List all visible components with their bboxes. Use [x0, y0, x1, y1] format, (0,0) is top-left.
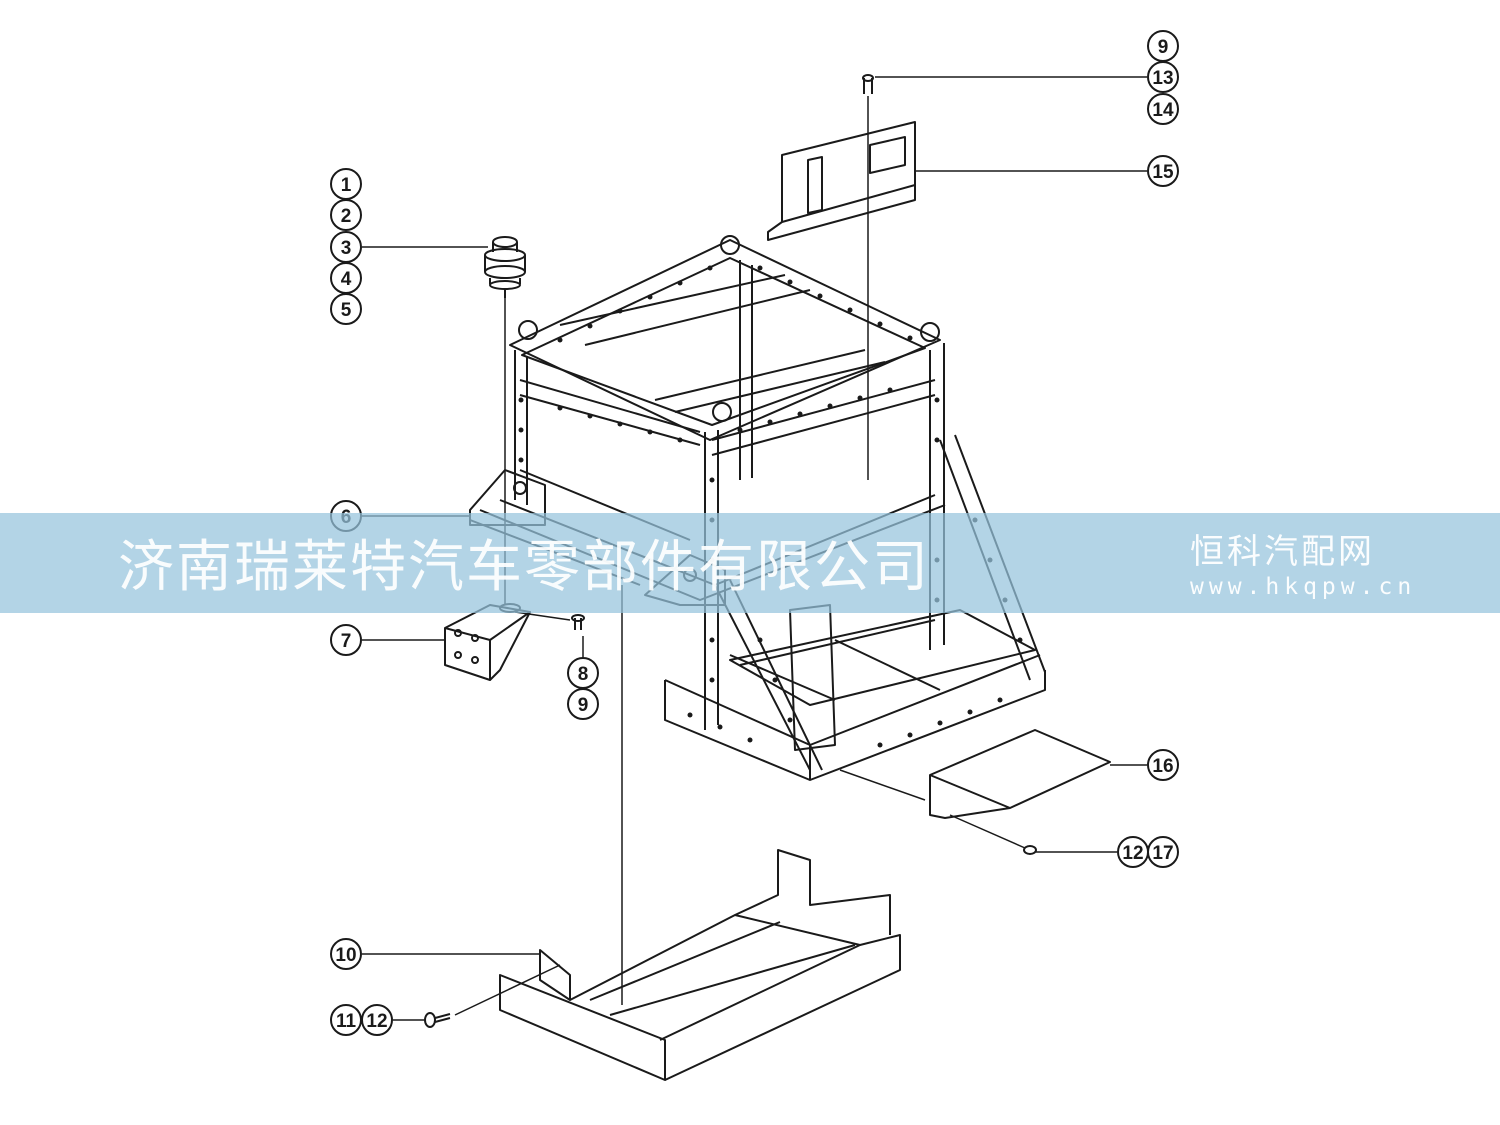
callout-8: 8	[567, 657, 599, 689]
callout-7: 7	[330, 624, 362, 656]
callout-9-lower: 9	[567, 688, 599, 720]
callout-10: 10	[330, 938, 362, 970]
watermark-company-name: 济南瑞莱特汽车零部件有限公司	[118, 535, 930, 600]
callout-3: 3	[330, 231, 362, 263]
svg-text:3: 3	[341, 238, 352, 259]
svg-text:10: 10	[335, 945, 356, 966]
svg-text:8: 8	[578, 664, 589, 685]
svg-text:9: 9	[578, 695, 589, 716]
callout-11: 11	[330, 1004, 362, 1036]
callout-4: 4	[330, 262, 362, 294]
svg-text:14: 14	[1152, 100, 1174, 121]
plate-part-15	[767, 121, 916, 241]
svg-text:9: 9	[1158, 37, 1169, 58]
bolt-part-11	[424, 1012, 451, 1028]
svg-text:5: 5	[341, 300, 352, 321]
watermark-url: www.hkqpw.cn	[1190, 574, 1417, 600]
svg-text:13: 13	[1152, 68, 1173, 89]
bolt-part-8	[571, 614, 585, 630]
svg-text:17: 17	[1152, 843, 1173, 864]
callout-16: 16	[1147, 749, 1179, 781]
callout-5: 5	[330, 293, 362, 325]
svg-text:11: 11	[336, 1011, 357, 1032]
callout-13: 13	[1147, 61, 1179, 93]
callout-15: 15	[1147, 155, 1179, 187]
callout-17: 17	[1147, 836, 1179, 868]
svg-text:2: 2	[341, 206, 352, 227]
callout-9-upper: 9	[1147, 30, 1179, 62]
svg-text:12: 12	[366, 1011, 387, 1032]
main-frame	[469, 235, 1046, 781]
callout-12-left: 12	[361, 1004, 393, 1036]
svg-text:4: 4	[341, 269, 352, 290]
svg-text:15: 15	[1152, 162, 1174, 183]
callout-2: 2	[330, 199, 362, 231]
bolt-part-17	[1023, 845, 1037, 855]
watermark-brand: 恒科汽配网	[1190, 532, 1375, 572]
rubber-mount-assembly	[484, 236, 526, 298]
assembly-guide-lines	[454, 96, 1026, 1016]
bolt-part-13	[862, 74, 874, 94]
callout-14: 14	[1147, 93, 1179, 125]
plate-part-16	[929, 729, 1111, 819]
svg-text:7: 7	[341, 631, 352, 652]
bracket-part-7	[444, 603, 531, 681]
callout-1: 1	[330, 168, 362, 200]
svg-text:16: 16	[1152, 756, 1173, 777]
watermark-band	[0, 513, 1500, 613]
callout-12-right: 12	[1117, 836, 1149, 868]
svg-text:1: 1	[341, 175, 352, 196]
svg-text:12: 12	[1122, 843, 1143, 864]
